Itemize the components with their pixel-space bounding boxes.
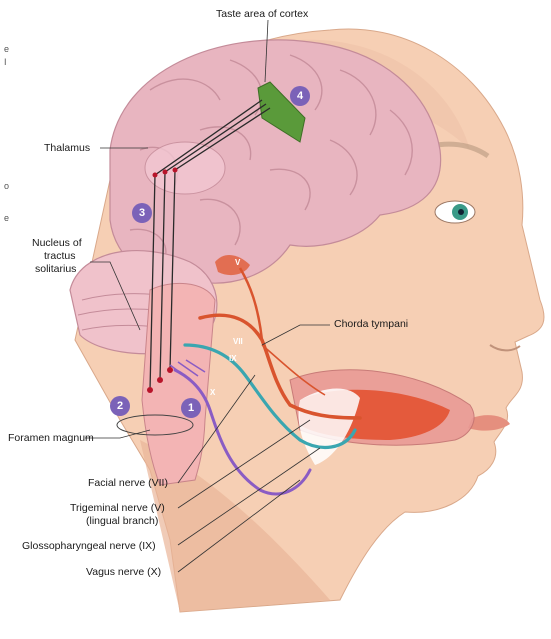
label-nucleus-line1: Nucleus of	[32, 237, 82, 249]
thalamus	[145, 142, 225, 194]
step-badge-3: 3	[132, 203, 152, 223]
step-badge-4: 4	[290, 86, 310, 106]
edge-mark-2: I	[4, 57, 7, 67]
pupil	[458, 209, 464, 215]
label-glossopharyngeal: Glossopharyngeal nerve (IX)	[22, 540, 156, 552]
numeral-ix: IX	[229, 354, 237, 363]
label-thalamus: Thalamus	[44, 142, 90, 154]
label-vagus: Vagus nerve (X)	[86, 566, 161, 578]
label-nucleus-line2: tractus	[44, 250, 76, 262]
edge-mark-3: o	[4, 181, 9, 191]
label-foramen-magnum: Foramen magnum	[8, 432, 94, 444]
step-badge-1: 1	[181, 398, 201, 418]
numeral-x: X	[210, 388, 215, 397]
label-chorda-tympani: Chorda tympani	[334, 318, 408, 330]
label-trigeminal-line2: (lingual branch)	[86, 515, 158, 527]
label-trigeminal-line1: Trigeminal nerve (V)	[70, 502, 165, 514]
numeral-vii: VII	[233, 337, 243, 346]
step-badge-2: 2	[110, 396, 130, 416]
label-nucleus-line3: solitarius	[35, 263, 76, 275]
edge-mark-4: e	[4, 213, 9, 223]
label-taste-area: Taste area of cortex	[216, 8, 308, 20]
label-facial-nerve: Facial nerve (VII)	[88, 477, 168, 489]
edge-mark-1: e	[4, 44, 9, 54]
numeral-v: V	[235, 258, 240, 267]
